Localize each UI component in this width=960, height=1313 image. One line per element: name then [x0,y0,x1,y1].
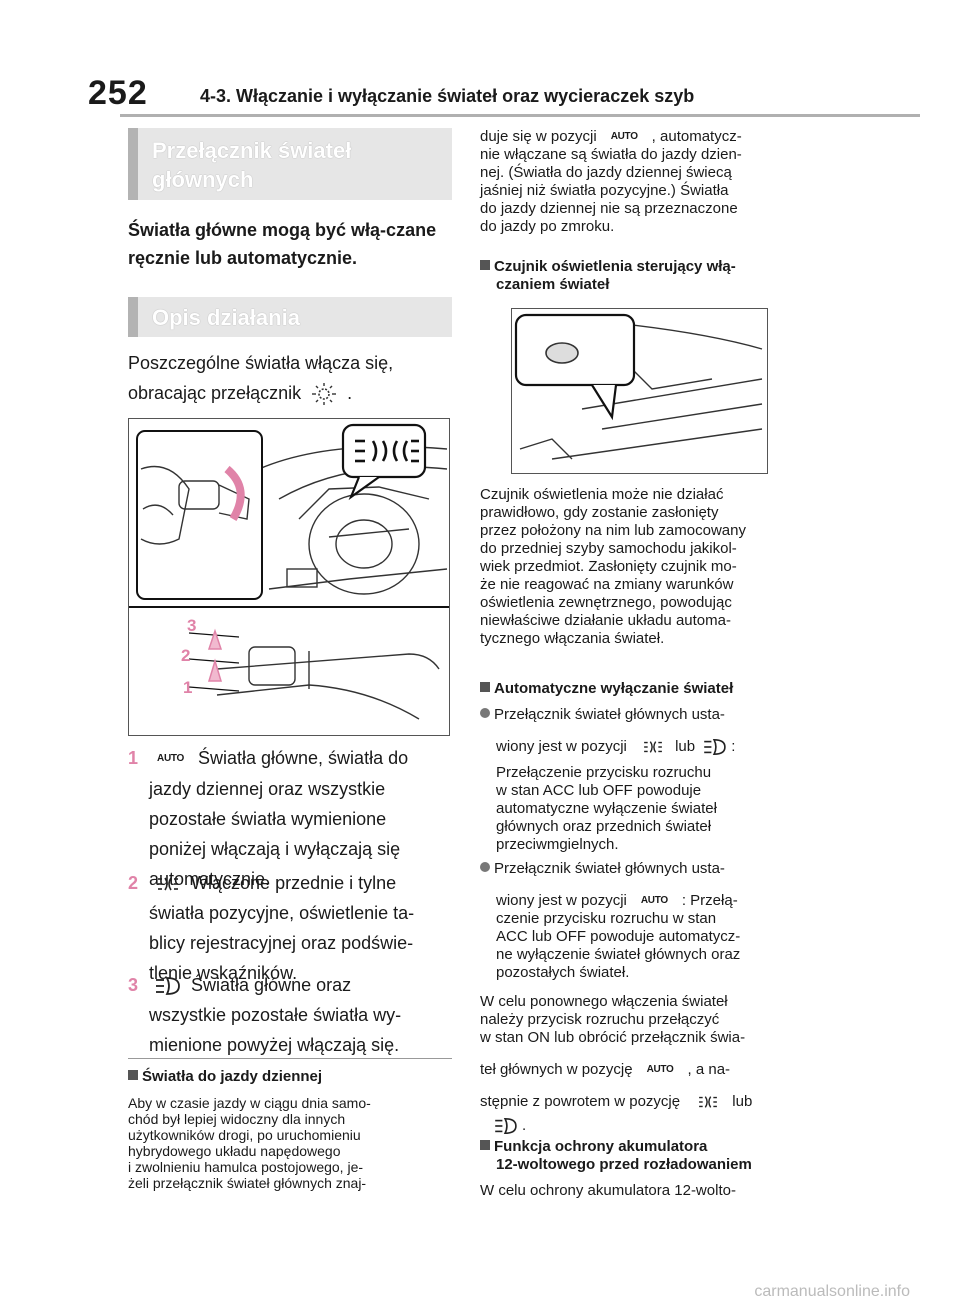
separator [128,1058,452,1059]
figure-label-3: 3 [187,616,196,635]
heading-headlight-switch: Przełącznik świateł głównych [128,128,452,200]
parking-light-icon [699,1096,718,1108]
header-rule [120,114,920,117]
headlight-icon [704,739,726,756]
headlight-icon [156,977,180,996]
page-number: 252 [88,74,148,112]
auto-icon: AUTO [157,753,184,765]
bullet-1: Przełącznik świateł głównych usta- wiony… [480,706,810,854]
sensor-illustration [514,313,763,460]
figure-label-1: 1 [183,678,192,697]
parking-light-icon [158,877,179,891]
drl-heading: Światła do jazdy dziennej [128,1068,322,1086]
auto-icon: AUTO [646,1064,674,1076]
light-switch-icon [312,383,337,406]
intro-line-1: Poszczególne światła włącza się, [128,353,394,373]
list-item-3: 3 Światła główne oraz wszystkie pozostał… [128,975,402,1055]
sensor-heading: Czujnik oświetlenia sterujący włą- czani… [480,258,736,294]
heading-operation: Opis działania [128,297,452,337]
figure-label-2: 2 [181,646,190,665]
lever-illustration: 3 2 1 [129,423,449,720]
bullet-2: Przełącznik świateł głównych usta- wiony… [480,860,810,982]
parking-light-icon [644,741,662,753]
auto-icon: AUTO [640,895,668,907]
auto-icon: AUTO [610,131,638,143]
figure-light-switch-lever: 3 2 1 [128,418,450,736]
lead-text: Światła główne mogą być włą-czane ręczni… [128,220,437,268]
intro-line-2: obracając przełącznik . [128,378,352,408]
figure-light-sensor [511,308,768,474]
list-item-2: 2 Włączone przednie i tylne światła pozy… [128,873,415,983]
headlight-icon [495,1118,517,1135]
section-title: 4-3. Włączanie i wyłączanie świateł oraz… [200,86,695,106]
battery-heading: Funkcja ochrony akumulatora 12-woltowego… [480,1138,752,1174]
battery-paragraph: W celu ochrony akumulatora 12-wolto- [480,1182,736,1199]
drl-paragraph: Aby w czasie jazdy w ciągu dnia samo-chó… [128,1095,371,1191]
watermark: carmanualsonline.info [754,1283,910,1300]
auto-off-heading: Automatyczne wyłączanie świateł [480,680,733,697]
